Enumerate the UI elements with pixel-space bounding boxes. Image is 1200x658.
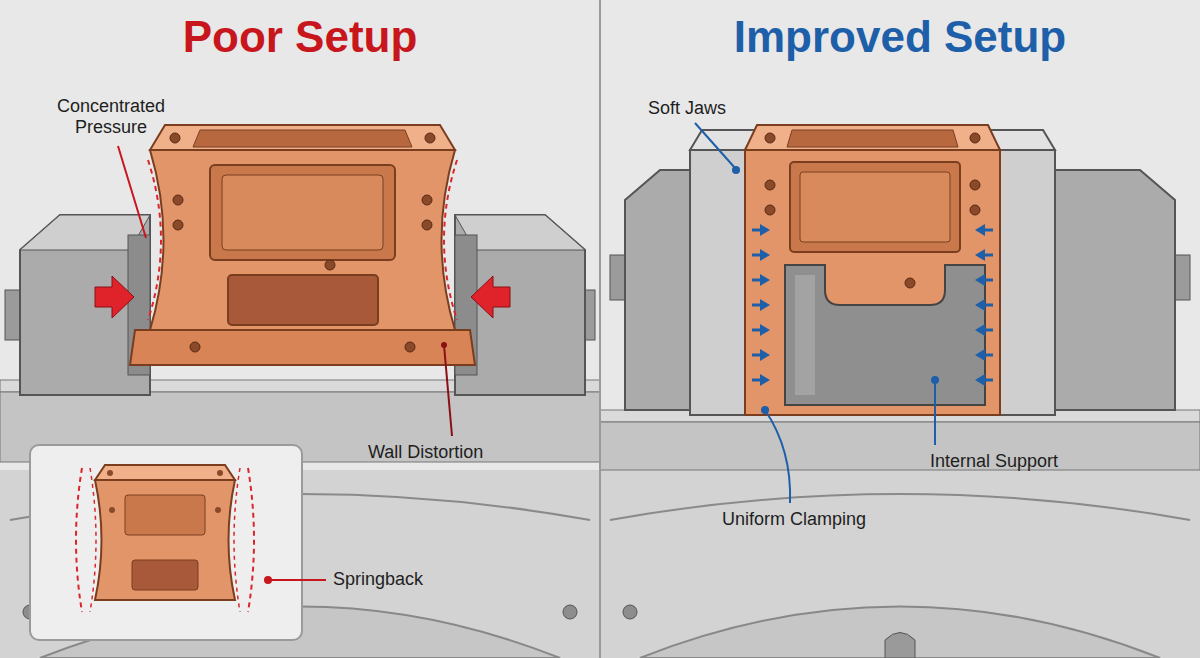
panel-heading: Improved Setup (600, 10, 1200, 64)
callout-label: Internal Support (930, 451, 1058, 472)
panel-heading: Poor Setup (0, 10, 600, 64)
callout-label: Wall Distortion (368, 442, 483, 463)
callout-label: Soft Jaws (648, 98, 726, 119)
callout-label: Uniform Clamping (722, 509, 866, 530)
callout-label: Springback (333, 569, 423, 590)
callout-label: Concentrated Pressure (48, 96, 174, 138)
